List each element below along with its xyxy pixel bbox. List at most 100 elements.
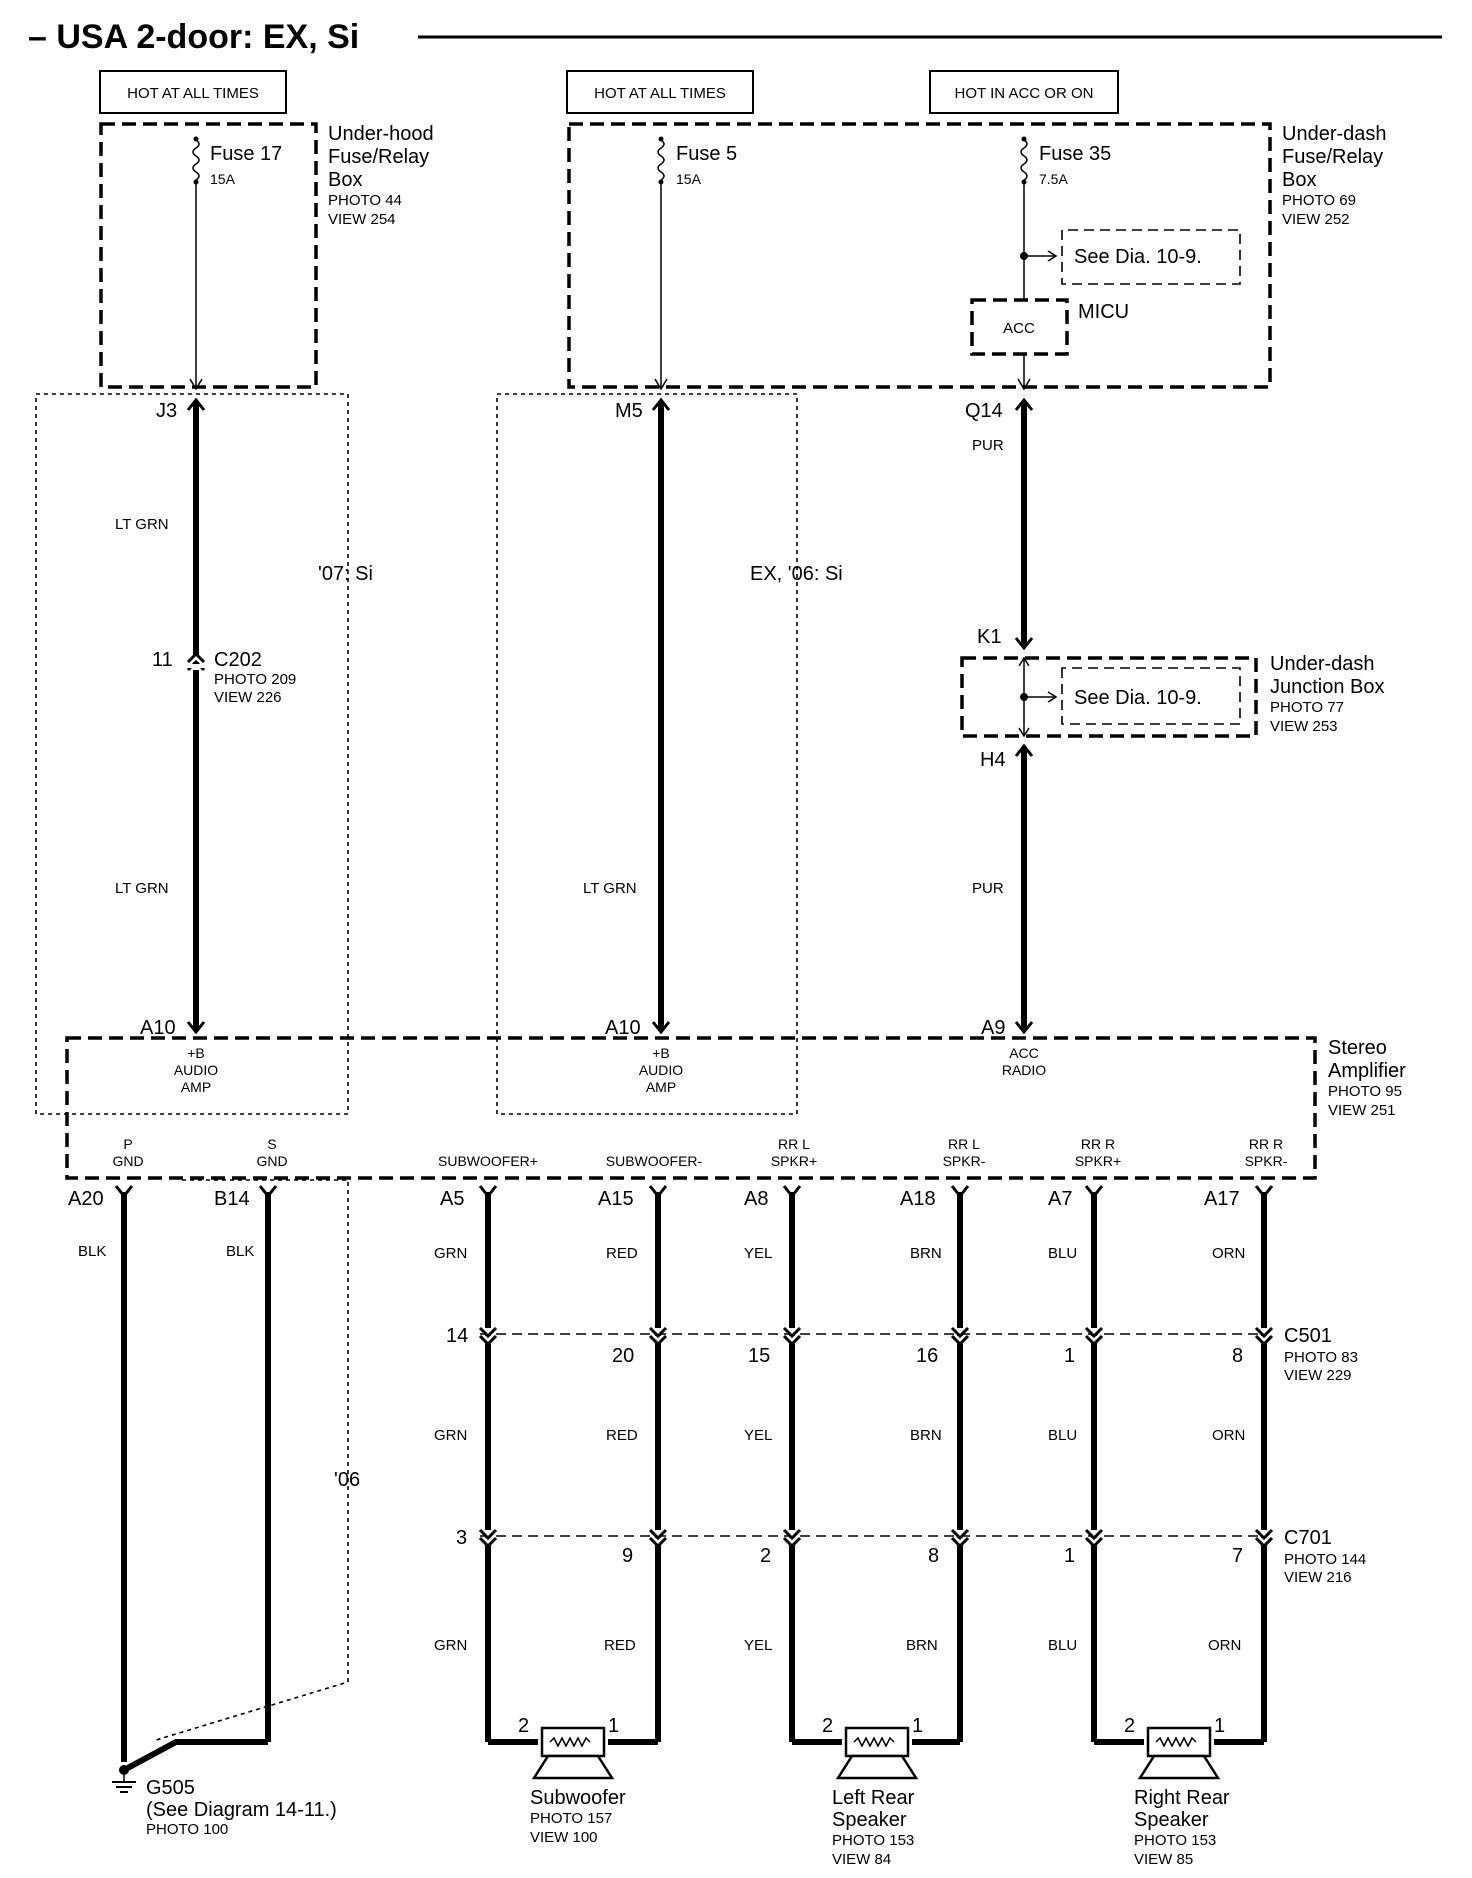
left-rear-name-1: Left Rear	[832, 1787, 915, 1809]
underdash-name-2: Fuse/Relay	[1282, 146, 1383, 168]
diagram-title: – USA 2-door: EX, Si	[28, 18, 359, 56]
c701-pin-2: 9	[622, 1545, 633, 1567]
micu-label: MICU	[1078, 301, 1129, 323]
color-red-2: RED	[606, 1427, 638, 1444]
amp-terminal-2-l3: AMP	[646, 1079, 676, 1095]
fuse5-name: Fuse 5	[676, 143, 737, 165]
pin-a15: A15	[598, 1188, 634, 1210]
wire-color-blk-2: BLK	[226, 1243, 254, 1260]
c701-view: VIEW 216	[1284, 1569, 1352, 1586]
underdash-name-1: Under-dash	[1282, 123, 1387, 145]
color-brn-1: BRN	[910, 1245, 942, 1262]
junction-name-2: Junction Box	[1270, 676, 1385, 698]
c701-pin-5: 1	[1064, 1545, 1075, 1567]
junction-name-1: Under-dash	[1270, 653, 1375, 675]
subwoofer-pin1: 1	[608, 1715, 619, 1737]
hot-box-mid: HOT AT ALL TIMES	[566, 70, 754, 114]
wire-color-ltgrn-2: LT GRN	[115, 880, 169, 897]
amp-terminal-1-l2: AUDIO	[174, 1062, 218, 1078]
color-yel-2: YEL	[744, 1427, 772, 1444]
underhood-photo: PHOTO 44	[328, 192, 402, 209]
wire-blk-sgnd-to-ground	[122, 1739, 268, 1773]
fuse17-lead-arrow	[189, 378, 203, 391]
micu-acc-box	[970, 298, 1069, 356]
variant-07si-label: '07: Si	[318, 563, 373, 585]
pin-a10-left: A10	[140, 1017, 176, 1039]
wire-color-ltgrn-3: LT GRN	[583, 880, 637, 897]
fuse5-rating: 15A	[676, 171, 702, 187]
amp-sgnd-l1: S	[267, 1136, 276, 1152]
c501-pin-3: 15	[748, 1345, 770, 1367]
amp-rrl-neg-l2: SPKR-	[943, 1153, 986, 1169]
underdash-photo: PHOTO 69	[1282, 192, 1356, 209]
c701-pin-3: 2	[760, 1545, 771, 1567]
subwoofer-view: VIEW 100	[530, 1829, 598, 1846]
pin-a10-mid: A10	[605, 1017, 641, 1039]
hot-left-label: HOT AT ALL TIMES	[127, 85, 259, 102]
pin-a7: A7	[1048, 1188, 1072, 1210]
underhood-label-group: Under-hood Fuse/Relay Box PHOTO 44 VIEW …	[328, 123, 434, 228]
micu-acc-label: ACC	[1003, 320, 1035, 337]
ground-symbol	[112, 1765, 136, 1793]
junction-photo: PHOTO 77	[1270, 699, 1344, 716]
pin-b14: B14	[214, 1188, 250, 1210]
color-grn-1: GRN	[434, 1245, 467, 1262]
underdash-name-3: Box	[1282, 169, 1316, 191]
fuse17-rating: 15A	[210, 171, 236, 187]
underhood-name-2: Fuse/Relay	[328, 146, 429, 168]
subwoofer-icon	[531, 1726, 615, 1780]
color-orn-2: ORN	[1212, 1427, 1245, 1444]
color-brn-3: BRN	[906, 1637, 938, 1654]
amp-pin-arrows	[478, 1185, 1274, 1199]
color-blu-3: BLU	[1048, 1637, 1077, 1654]
fuse17-name: Fuse 17	[210, 143, 282, 165]
underhood-fuse-box	[99, 122, 318, 389]
subwoofer-pin2: 2	[518, 1715, 529, 1737]
amp-rrr-neg-l2: SPKR-	[1245, 1153, 1288, 1169]
color-orn-3: ORN	[1208, 1637, 1241, 1654]
c701-pin-1: 3	[456, 1527, 467, 1549]
speaker-wires	[485, 1192, 1267, 1742]
c501-photo: PHOTO 83	[1284, 1349, 1358, 1366]
c202-name: C202	[214, 649, 262, 671]
c202-photo: PHOTO 209	[214, 671, 296, 688]
pin-h4: H4	[980, 749, 1006, 771]
amp-pgnd-l1: P	[123, 1136, 132, 1152]
amp-subwoofer-neg: SUBWOOFER-	[606, 1153, 703, 1169]
amp-pgnd-l2: GND	[112, 1153, 143, 1169]
pin-a8: A8	[744, 1188, 768, 1210]
underhood-view: VIEW 254	[328, 211, 396, 228]
hot-box-right: HOT IN ACC OR ON	[929, 70, 1119, 114]
hot-box-left: HOT AT ALL TIMES	[99, 70, 287, 114]
pin-a9: A9	[981, 1017, 1005, 1039]
underhood-name-3: Box	[328, 169, 362, 191]
amp-terminal-2-l1: +B	[652, 1045, 670, 1061]
color-yel-3: YEL	[744, 1637, 772, 1654]
ground-note: (See Diagram 14-11.)	[146, 1799, 337, 1821]
wire-color-pur-2: PUR	[972, 880, 1004, 897]
fuse5-symbol	[657, 139, 665, 181]
c501-name: C501	[1284, 1325, 1332, 1347]
fuse5-lead-arrow	[654, 378, 668, 391]
right-rear-name-2: Speaker	[1134, 1809, 1209, 1831]
pin-a20: A20	[68, 1188, 104, 1210]
right-rear-speaker-icon	[1137, 1726, 1221, 1780]
wire-color-ltgrn-1: LT GRN	[115, 516, 169, 533]
left-rear-view: VIEW 84	[832, 1851, 891, 1868]
c701-pin-6: 7	[1232, 1545, 1243, 1567]
variant-06-label: '06	[334, 1469, 360, 1491]
color-orn-1: ORN	[1212, 1245, 1245, 1262]
subwoofer-photo: PHOTO 157	[530, 1810, 612, 1827]
color-brn-2: BRN	[910, 1427, 942, 1444]
c501-pin-1: 14	[446, 1325, 468, 1347]
junction-box	[960, 656, 1258, 738]
right-rear-pin1: 1	[1214, 1715, 1225, 1737]
fuse35-name: Fuse 35	[1039, 143, 1111, 165]
c501-view: VIEW 229	[1284, 1367, 1352, 1384]
amp-name-2: Amplifier	[1328, 1060, 1406, 1082]
c701-connectors	[478, 1528, 1274, 1549]
amp-label-group: Stereo Amplifier PHOTO 95 VIEW 251	[1328, 1037, 1406, 1119]
c202-pin: 11	[152, 649, 173, 671]
variant-ex06si-region	[496, 393, 798, 1115]
